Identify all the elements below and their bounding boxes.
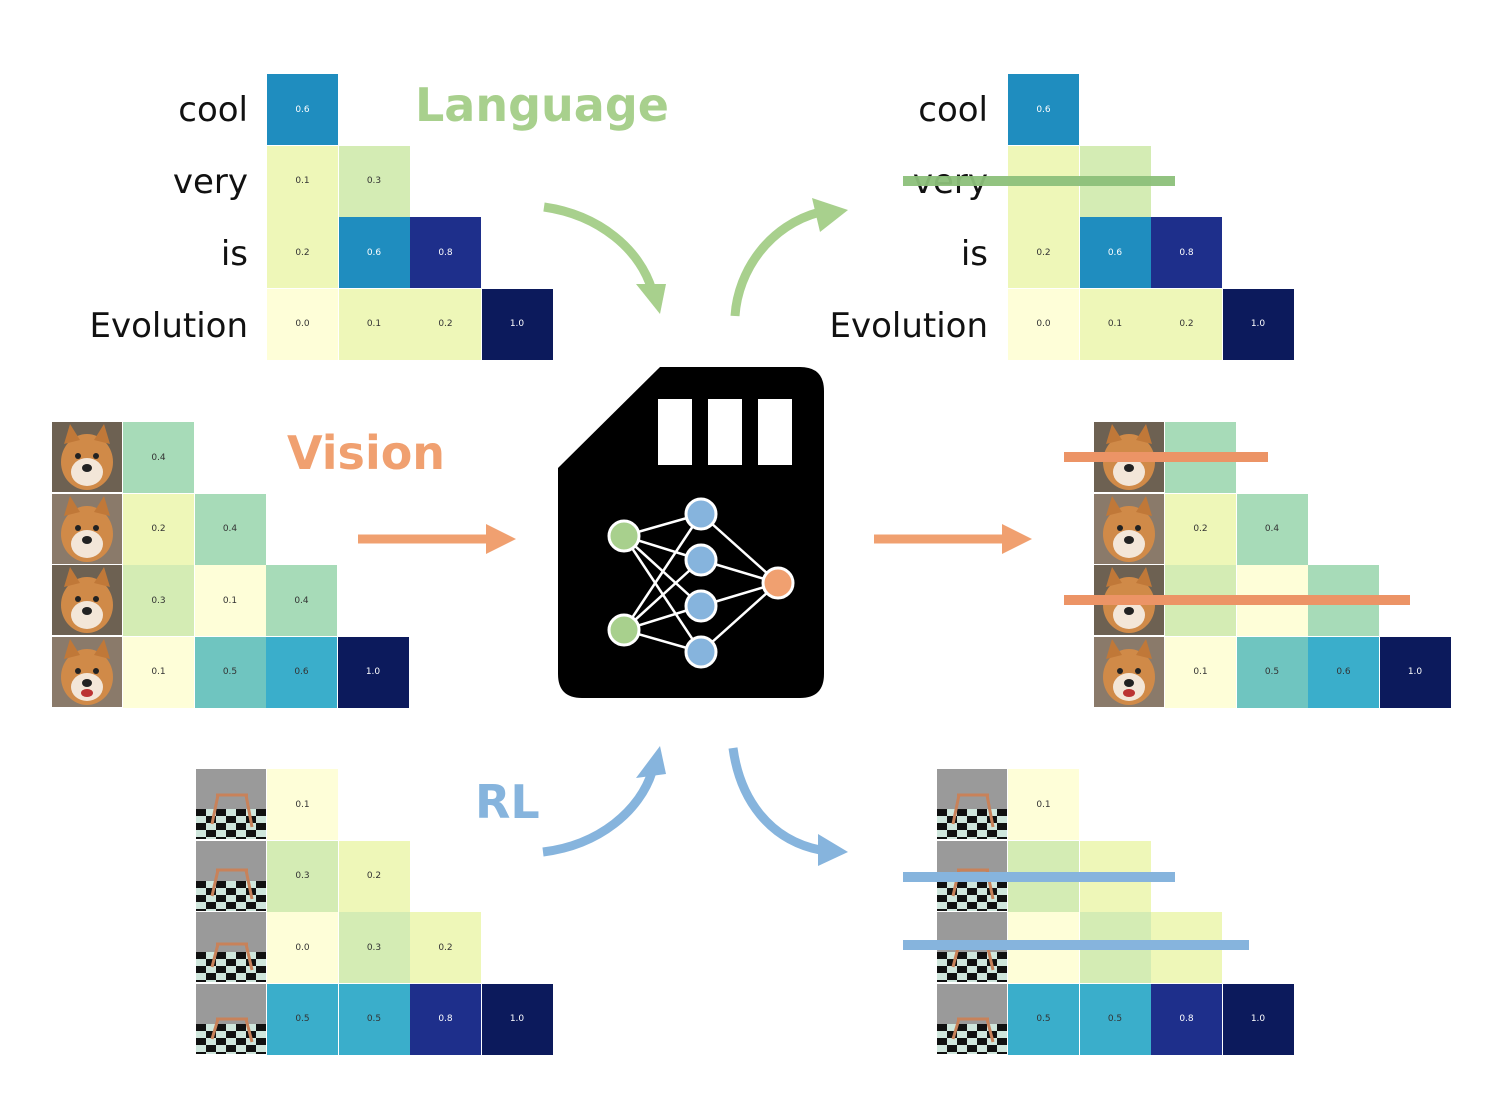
matrix-cell: 0.2 xyxy=(338,840,410,912)
matrix-cell xyxy=(1165,565,1236,636)
matrix-cell: 0.0 xyxy=(1008,288,1079,360)
dog-image xyxy=(52,636,122,707)
robot-image xyxy=(937,840,1007,911)
matrix-cell xyxy=(1079,912,1151,983)
word-evolution-right: Evolution xyxy=(829,306,988,346)
vision-title: Vision xyxy=(287,426,446,480)
matrix-cell: 0.1 xyxy=(338,288,410,360)
matrix-cell xyxy=(1079,145,1151,217)
matrix-cell: 0.4 xyxy=(266,565,337,636)
word-very-left: very xyxy=(172,162,248,202)
matrix-cell: 0.1 xyxy=(267,145,338,217)
matrix-cell: 0.2 xyxy=(123,493,194,565)
matrix-cell: 0.2 xyxy=(410,912,481,983)
word-is-right: is xyxy=(960,234,988,274)
matrix-cell: 0.8 xyxy=(1151,217,1222,288)
matrix-cell xyxy=(1079,840,1151,912)
matrix-cell: 1.0 xyxy=(481,983,553,1055)
matrix-cell: 0.6 xyxy=(267,74,338,145)
matrix-cell xyxy=(1308,565,1379,636)
matrix-cell xyxy=(1236,565,1308,636)
matrix-cell: 0.5 xyxy=(1079,983,1151,1055)
language-arrow-in xyxy=(543,202,666,314)
matrix-cell xyxy=(1008,145,1079,217)
matrix-cell: 0.2 xyxy=(410,288,481,360)
vision-arrow-in xyxy=(358,524,516,554)
matrix-cell: 0.8 xyxy=(410,217,481,288)
matrix-cell: 0.5 xyxy=(267,983,338,1055)
matrix-cell: 1.0 xyxy=(337,636,409,708)
robot-image xyxy=(196,840,266,911)
matrix-cell: 0.0 xyxy=(267,912,338,983)
matrix-cell: 0.3 xyxy=(338,145,410,217)
matrix-cell: 0.1 xyxy=(194,565,266,636)
matrix-cell: 0.6 xyxy=(1308,636,1379,708)
matrix-cell: 0.1 xyxy=(267,769,338,840)
matrix-cell: 0.5 xyxy=(1236,636,1308,708)
dog-image xyxy=(1094,422,1164,492)
matrix-cell: 0.5 xyxy=(1008,983,1079,1055)
matrix-cell: 0.1 xyxy=(1008,769,1079,840)
matrix-cell: 1.0 xyxy=(481,288,553,360)
matrix-cell: 0.2 xyxy=(1008,217,1079,288)
rl-arrow-in xyxy=(542,746,666,857)
matrix-cell: 0.2 xyxy=(1165,493,1236,565)
dog-image xyxy=(52,565,122,635)
sd-card-neural-network-icon xyxy=(558,367,824,698)
matrix-cell: 0.5 xyxy=(194,636,266,708)
matrix-cell: 0.6 xyxy=(1008,74,1079,145)
matrix-cell: 0.4 xyxy=(1236,493,1308,565)
word-very-right: very xyxy=(912,162,988,202)
word-cool-right: cool xyxy=(918,90,988,130)
matrix-cell: 0.6 xyxy=(266,636,337,708)
matrix-cell: 0.3 xyxy=(123,565,194,636)
matrix-cell: 0.0 xyxy=(267,288,338,360)
word-cool-left: cool xyxy=(178,90,248,130)
matrix-cell: 0.4 xyxy=(194,493,266,565)
matrix-cell: 0.1 xyxy=(1079,288,1151,360)
rl-arrow-out xyxy=(728,747,848,866)
robot-image xyxy=(937,912,1007,982)
matrix-cell: 0.8 xyxy=(1151,983,1222,1055)
matrix-cell xyxy=(1008,912,1079,983)
matrix-cell: 0.2 xyxy=(1151,288,1222,360)
robot-image xyxy=(937,769,1007,839)
matrix-cell: 0.1 xyxy=(1165,636,1236,708)
matrix-cell xyxy=(1165,422,1236,493)
word-is-left: is xyxy=(220,234,248,274)
matrix-cell: 0.8 xyxy=(410,983,481,1055)
dog-image xyxy=(1094,636,1164,707)
dog-image xyxy=(52,493,122,564)
word-evolution-left: Evolution xyxy=(89,306,248,346)
dog-image xyxy=(52,422,122,492)
robot-image xyxy=(937,983,1007,1054)
matrix-cell: 0.2 xyxy=(267,217,338,288)
matrix-cell xyxy=(1151,912,1222,983)
robot-image xyxy=(196,769,266,839)
rl-title: RL xyxy=(475,775,540,829)
robot-image xyxy=(196,983,266,1054)
matrix-cell: 0.4 xyxy=(123,422,194,493)
matrix-cell: 0.5 xyxy=(338,983,410,1055)
dog-image xyxy=(1094,565,1164,635)
matrix-cell: 1.0 xyxy=(1222,288,1294,360)
robot-image xyxy=(196,912,266,982)
language-title: Language xyxy=(415,78,669,132)
dog-image xyxy=(1094,493,1164,564)
matrix-cell: 1.0 xyxy=(1379,636,1451,708)
matrix-cell: 0.1 xyxy=(123,636,194,708)
matrix-cell: 0.3 xyxy=(267,840,338,912)
matrix-cell: 1.0 xyxy=(1222,983,1294,1055)
matrix-cell: 0.6 xyxy=(1079,217,1151,288)
matrix-cell: 0.3 xyxy=(338,912,410,983)
matrix-cell: 0.6 xyxy=(338,217,410,288)
vision-arrow-out xyxy=(874,524,1032,554)
matrix-cell xyxy=(1008,840,1079,912)
